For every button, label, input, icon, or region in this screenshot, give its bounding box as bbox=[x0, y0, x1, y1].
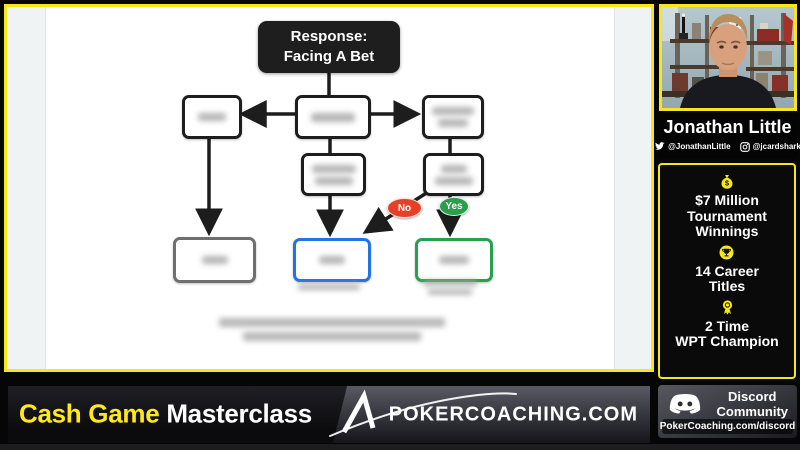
blurred-text bbox=[438, 119, 468, 127]
flowchart-node-blurred-5 bbox=[423, 153, 484, 196]
presenter-nameplate: Jonathan Little @JonathanLittle @jcardsh… bbox=[654, 112, 800, 159]
medal-icon bbox=[720, 300, 735, 316]
twitter-handle: @JonathanLittle bbox=[654, 141, 731, 152]
flowchart-node-blue bbox=[293, 238, 371, 282]
blurred-text bbox=[201, 256, 228, 264]
slide-panel: Response: Facing A Bet No bbox=[4, 4, 654, 372]
blurred-text bbox=[311, 112, 355, 122]
twitter-icon bbox=[655, 142, 665, 150]
blurred-text bbox=[434, 176, 473, 185]
pokercoaching-logo-icon bbox=[329, 389, 517, 437]
discord-url: PokerCoaching.com/discord bbox=[659, 419, 796, 434]
presenter-torso bbox=[680, 75, 776, 108]
blurred-caption bbox=[428, 289, 472, 295]
blurred-text bbox=[198, 113, 226, 121]
flowchart-node-blurred-3 bbox=[422, 95, 484, 139]
blurred-text bbox=[311, 164, 356, 173]
course-title: Cash Game Masterclass bbox=[19, 398, 312, 429]
achievement-titles: 14 Career Titles bbox=[695, 245, 759, 295]
course-title-highlight: Cash Game bbox=[19, 397, 160, 428]
course-title-rest: Masterclass bbox=[166, 397, 312, 428]
svg-text:$: $ bbox=[725, 179, 730, 188]
webcam-video bbox=[659, 4, 797, 111]
blurred-text bbox=[439, 256, 469, 264]
blurred-text bbox=[432, 107, 474, 115]
money-bag-icon: $ bbox=[719, 174, 735, 190]
discord-title: Discord Community bbox=[716, 389, 789, 419]
instagram-handle: @jcardshark bbox=[739, 141, 800, 152]
blurred-paragraph bbox=[243, 332, 421, 341]
instagram-icon bbox=[739, 141, 750, 152]
discord-panel: Discord Community PokerCoaching.com/disc… bbox=[658, 385, 797, 438]
achievement-winnings: $ $7 Million Tournament Winnings bbox=[687, 174, 767, 240]
brand-wordmark: POKERCOACHING.COM bbox=[388, 403, 638, 425]
trophy-icon bbox=[719, 245, 734, 261]
flowchart-node-blurred-6 bbox=[173, 237, 256, 283]
yes-badge: Yes bbox=[439, 197, 469, 216]
blurred-caption bbox=[423, 280, 477, 286]
bottom-strip bbox=[0, 444, 800, 450]
blurred-text bbox=[440, 164, 467, 173]
achievements-panel: $ $7 Million Tournament Winnings 14 Care… bbox=[658, 163, 796, 379]
blurred-paragraph bbox=[219, 318, 445, 327]
flowchart-title-line1: Response: bbox=[290, 28, 368, 45]
blurred-text bbox=[319, 256, 345, 264]
presenter-name: Jonathan Little bbox=[663, 117, 792, 137]
discord-icon bbox=[669, 393, 701, 414]
footer-bar: Cash Game Masterclass POKERCOACHING.COM bbox=[8, 386, 650, 443]
presenter-hair bbox=[708, 14, 748, 43]
presenter-head bbox=[709, 24, 747, 70]
flowchart-node-blurred-4 bbox=[301, 153, 366, 196]
achievement-wpt: 2 Time WPT Champion bbox=[675, 300, 779, 350]
blurred-caption bbox=[298, 284, 360, 290]
flowchart-node-blurred-1 bbox=[182, 95, 242, 139]
flowchart-title: Response: Facing A Bet bbox=[258, 21, 400, 73]
flowchart-node-blurred-2 bbox=[295, 95, 371, 139]
blurred-text bbox=[314, 176, 353, 185]
flowchart: Response: Facing A Bet No bbox=[7, 7, 651, 369]
presenter-scene bbox=[662, 7, 794, 108]
flowchart-node-green bbox=[415, 238, 493, 282]
no-badge: No bbox=[387, 198, 422, 218]
flowchart-title-line2: Facing A Bet bbox=[283, 48, 375, 65]
